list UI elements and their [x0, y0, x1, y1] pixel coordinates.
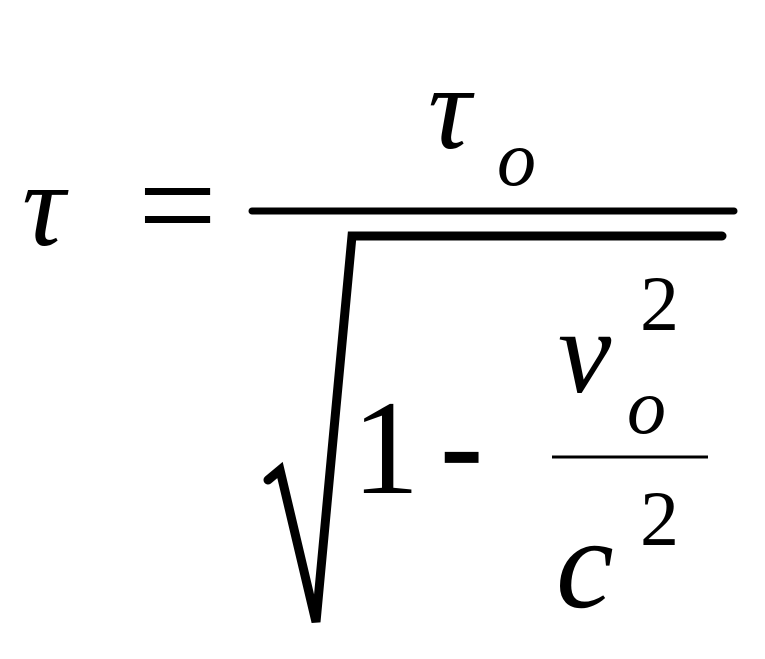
lhs-tau: τ — [22, 138, 69, 271]
square-root-radical — [263, 231, 727, 624]
minus-sign: - — [440, 373, 483, 517]
inner-numerator-subscript-o: o — [627, 363, 666, 450]
denominator-one: 1 — [352, 374, 420, 523]
equals-sign: = — [138, 128, 217, 283]
inner-denominator-c: c — [556, 492, 614, 636]
inner-numerator-superscript-2: 2 — [640, 260, 679, 347]
inner-denominator-superscript-2: 2 — [640, 475, 679, 562]
numerator-subscript-o: o — [497, 115, 536, 202]
numerator-tau: τ — [428, 41, 475, 174]
inner-numerator-v: v — [558, 285, 612, 418]
